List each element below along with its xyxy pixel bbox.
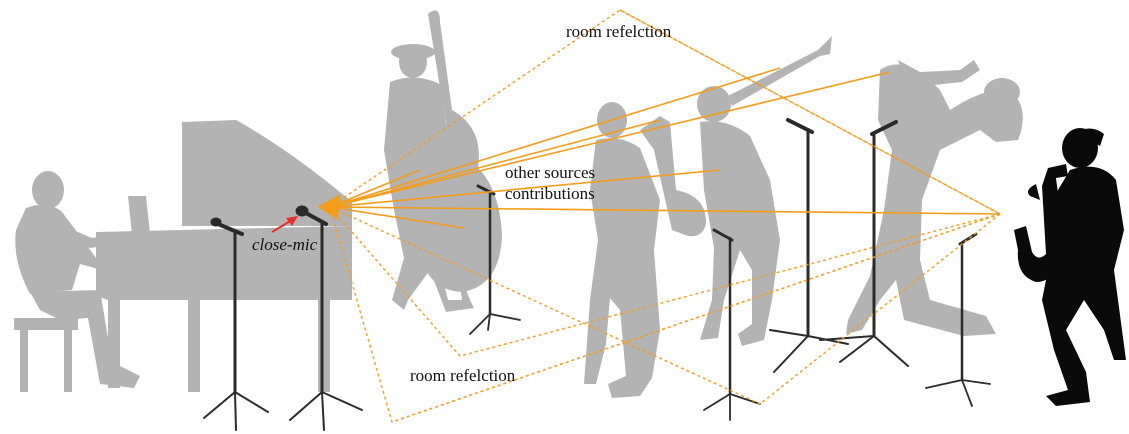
microphone-bass (469, 184, 521, 335)
microphones (203, 118, 991, 431)
background-musicians (14, 10, 1023, 398)
microphone-saxophone (703, 228, 761, 421)
direct-paths (329, 67, 1001, 229)
saxophonist-leaning-figure (846, 60, 1023, 337)
microphone-close (289, 205, 363, 431)
close-mic-arrow (271, 216, 298, 233)
bassist-figure (384, 10, 502, 312)
focus-saxophonist (1014, 128, 1126, 406)
other-sources-label-line1: other sources (505, 163, 595, 182)
saxophonist-figure (584, 102, 706, 398)
microphone-focus (925, 232, 991, 407)
reflection-paths (329, 9, 1001, 423)
close-mic-label: close-mic (252, 235, 318, 254)
room-reflection-top-label: room refelction (566, 22, 672, 41)
microphone-pianist (203, 217, 269, 431)
other-sources-label-line2: contributions (505, 184, 595, 203)
microphone-leaning-sax (819, 120, 909, 367)
trumpeter-figure (697, 36, 832, 346)
arrowheads (318, 194, 340, 220)
microphone-trumpet (769, 118, 849, 373)
room-reflection-bottom-label: room refelction (410, 366, 516, 385)
pianist-figure (14, 120, 352, 392)
labels: room refelction other sources contributi… (252, 22, 672, 385)
